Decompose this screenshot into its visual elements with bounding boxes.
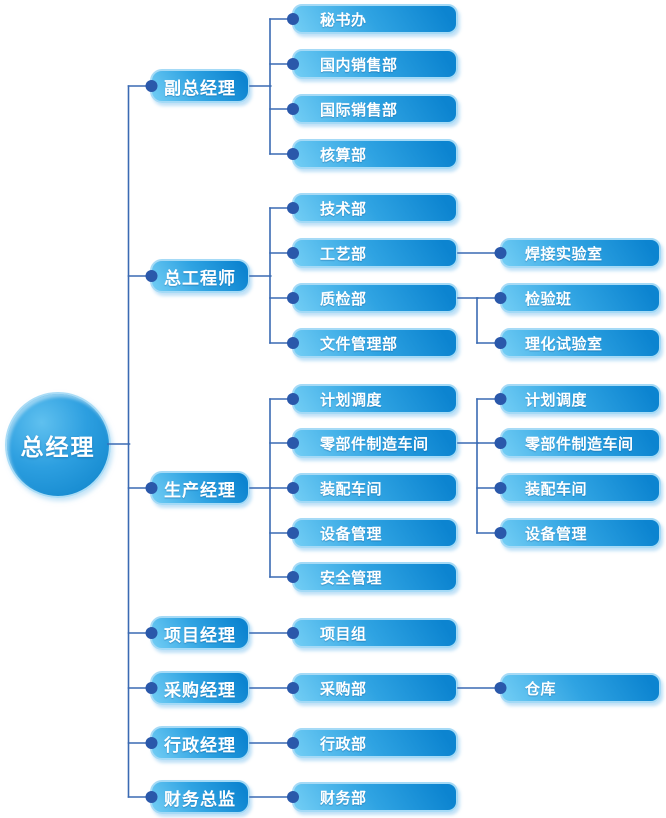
node-production-manager[interactable]: 生产经理 [150, 471, 250, 505]
node-warehouse[interactable]: 仓库 [500, 673, 661, 703]
node-physical-chemical-lab[interactable]: 理化试验室 [500, 328, 661, 358]
node-label: 总工程师 [164, 268, 236, 288]
node-label: 核算部 [320, 146, 367, 164]
node-accounting-dept[interactable]: 核算部 [292, 139, 458, 169]
node-label: 生产经理 [164, 480, 236, 500]
node-label: 项目组 [320, 625, 367, 643]
node-label: 计划调度 [320, 391, 383, 409]
node-label: 设备管理 [525, 525, 588, 543]
node-domestic-sales-dept[interactable]: 国内销售部 [292, 49, 458, 79]
node-finance-director[interactable]: 财务总监 [150, 780, 250, 814]
node-purchasing-manager[interactable]: 采购经理 [150, 671, 250, 705]
node-inspection-team[interactable]: 检验班 [500, 283, 661, 313]
node-project-manager[interactable]: 项目经理 [150, 616, 250, 650]
node-assembly-workshop[interactable]: 装配车间 [292, 473, 458, 503]
node-parts-manufacturing-workshop[interactable]: 零部件制造车间 [292, 428, 458, 458]
node-assembly-workshop-sub[interactable]: 装配车间 [500, 473, 661, 503]
node-purchasing-dept[interactable]: 采购部 [292, 673, 458, 703]
node-safety-management[interactable]: 安全管理 [292, 562, 458, 592]
node-international-sales-dept[interactable]: 国际销售部 [292, 94, 458, 124]
node-label: 装配车间 [525, 480, 588, 498]
node-general-manager[interactable]: 总经理 [5, 392, 111, 498]
node-label: 项目经理 [164, 625, 236, 645]
node-welding-lab[interactable]: 焊接实验室 [500, 238, 661, 268]
node-label: 零部件制造车间 [320, 435, 429, 453]
node-document-management-dept[interactable]: 文件管理部 [292, 328, 458, 358]
node-chief-engineer[interactable]: 总工程师 [150, 259, 250, 293]
node-label: 检验班 [525, 290, 572, 308]
node-equipment-management-sub[interactable]: 设备管理 [500, 518, 661, 548]
node-label: 工艺部 [320, 245, 367, 263]
node-process-dept[interactable]: 工艺部 [292, 238, 458, 268]
node-label: 总经理 [20, 434, 96, 460]
node-label: 采购经理 [164, 680, 236, 700]
node-label: 焊接实验室 [525, 245, 603, 263]
node-label: 安全管理 [320, 569, 383, 587]
node-label: 国际销售部 [320, 101, 398, 119]
node-label: 财务部 [320, 789, 367, 807]
node-label: 财务总监 [164, 789, 236, 809]
node-label: 国内销售部 [320, 56, 398, 74]
node-deputy-general-manager[interactable]: 副总经理 [150, 69, 250, 103]
node-label: 采购部 [320, 680, 367, 698]
node-administration-dept[interactable]: 行政部 [292, 728, 458, 758]
node-label: 文件管理部 [320, 335, 398, 353]
node-secretary-office[interactable]: 秘书办 [292, 4, 458, 34]
node-plan-dispatch[interactable]: 计划调度 [292, 384, 458, 414]
node-plan-dispatch-sub[interactable]: 计划调度 [500, 384, 661, 414]
node-equipment-management[interactable]: 设备管理 [292, 518, 458, 548]
node-finance-dept[interactable]: 财务部 [292, 782, 458, 812]
node-label: 质检部 [320, 290, 367, 308]
node-label: 装配车间 [320, 480, 383, 498]
node-label: 行政经理 [164, 735, 236, 755]
node-label: 理化试验室 [525, 335, 603, 353]
node-label: 仓库 [525, 680, 557, 698]
node-label: 计划调度 [525, 391, 588, 409]
node-label: 技术部 [320, 200, 367, 218]
node-technology-dept[interactable]: 技术部 [292, 193, 458, 223]
node-label: 秘书办 [320, 11, 367, 29]
node-label: 设备管理 [320, 525, 383, 543]
node-parts-manufacturing-workshop-sub[interactable]: 零部件制造车间 [500, 428, 661, 458]
node-administrative-manager[interactable]: 行政经理 [150, 726, 250, 760]
node-label: 副总经理 [164, 78, 236, 98]
node-project-team[interactable]: 项目组 [292, 618, 458, 648]
node-label: 零部件制造车间 [525, 435, 634, 453]
node-quality-inspection-dept[interactable]: 质检部 [292, 283, 458, 313]
node-label: 行政部 [320, 735, 367, 753]
